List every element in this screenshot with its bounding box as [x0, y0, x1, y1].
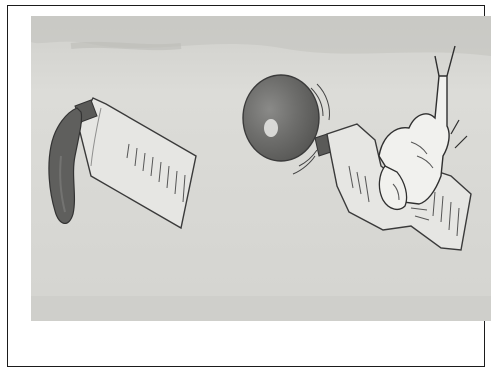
page-frame — [7, 5, 485, 367]
inflated-balloon — [243, 75, 319, 161]
balloon-highlight — [264, 119, 278, 137]
photo-of-printed-illustration — [31, 16, 491, 321]
illustration-svg — [31, 16, 491, 321]
paper-smudge — [71, 45, 181, 47]
